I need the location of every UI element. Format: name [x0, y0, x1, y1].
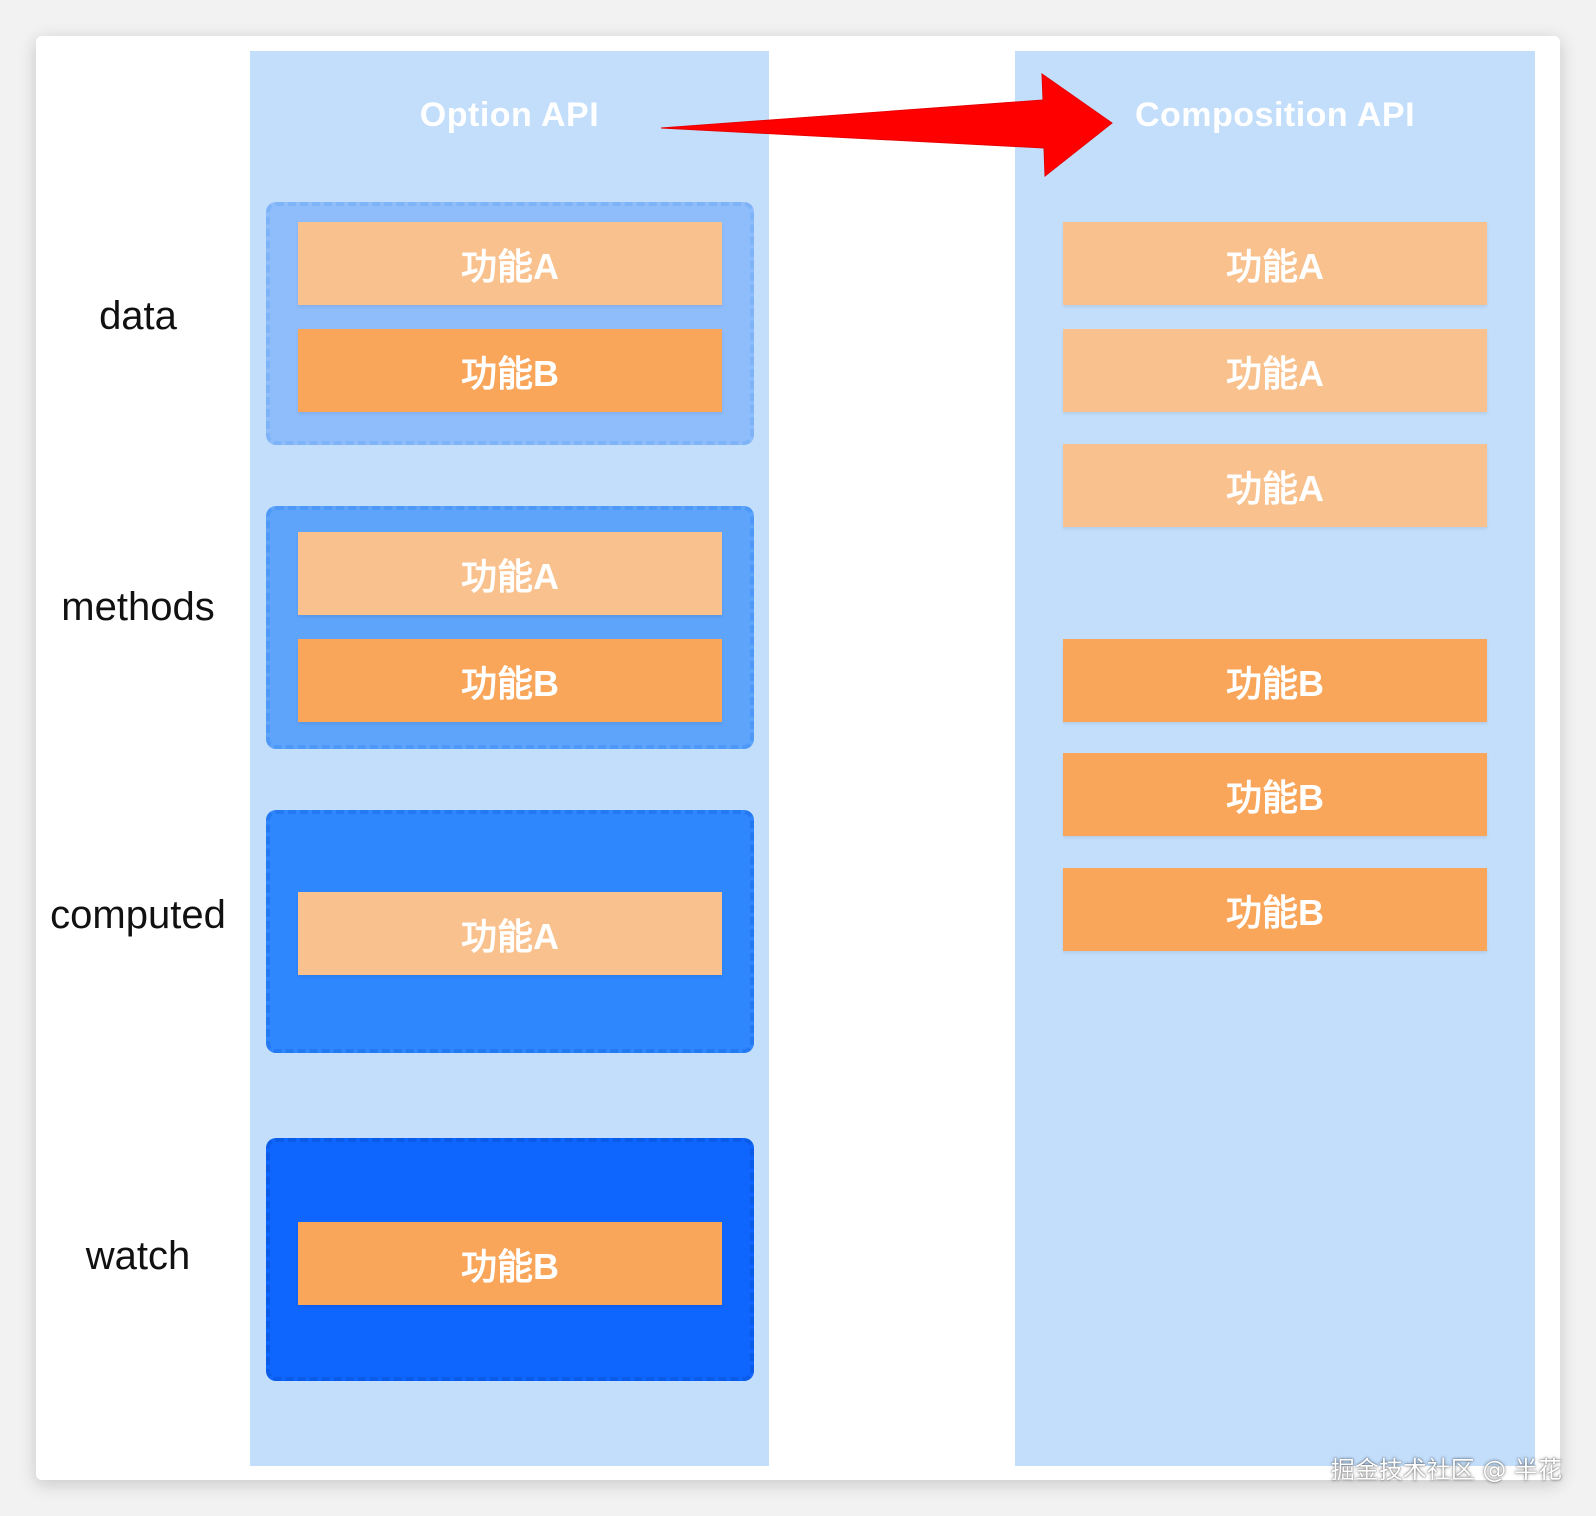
option-watch-feature-b: 功能B	[298, 1222, 722, 1305]
composition-feature-b-3: 功能B	[1063, 868, 1487, 951]
option-methods-feature-b: 功能B	[298, 639, 722, 722]
option-methods-feature-a: 功能A	[298, 532, 722, 615]
row-label-watch: watch	[85, 1234, 191, 1278]
composition-feature-a-1: 功能A	[1063, 222, 1487, 305]
composition-feature-b-1: 功能B	[1063, 639, 1487, 722]
watermark: 掘金技术社区 @ 半花	[1330, 1456, 1562, 1484]
row-label-methods: methods	[61, 585, 215, 629]
composition-feature-b-2: 功能B	[1063, 753, 1487, 836]
option-data-feature-a: 功能A	[298, 222, 722, 305]
option-data-feature-b: 功能B	[298, 329, 722, 412]
row-label-data: data	[99, 294, 177, 338]
composition-feature-a-3: 功能A	[1063, 444, 1487, 527]
option-computed-feature-a: 功能A	[298, 892, 722, 975]
composition-feature-a-2: 功能A	[1063, 329, 1487, 412]
composition-api-title: Composition API	[1134, 96, 1416, 134]
option-api-title: Option API	[419, 96, 600, 134]
row-label-computed: computed	[50, 893, 226, 937]
